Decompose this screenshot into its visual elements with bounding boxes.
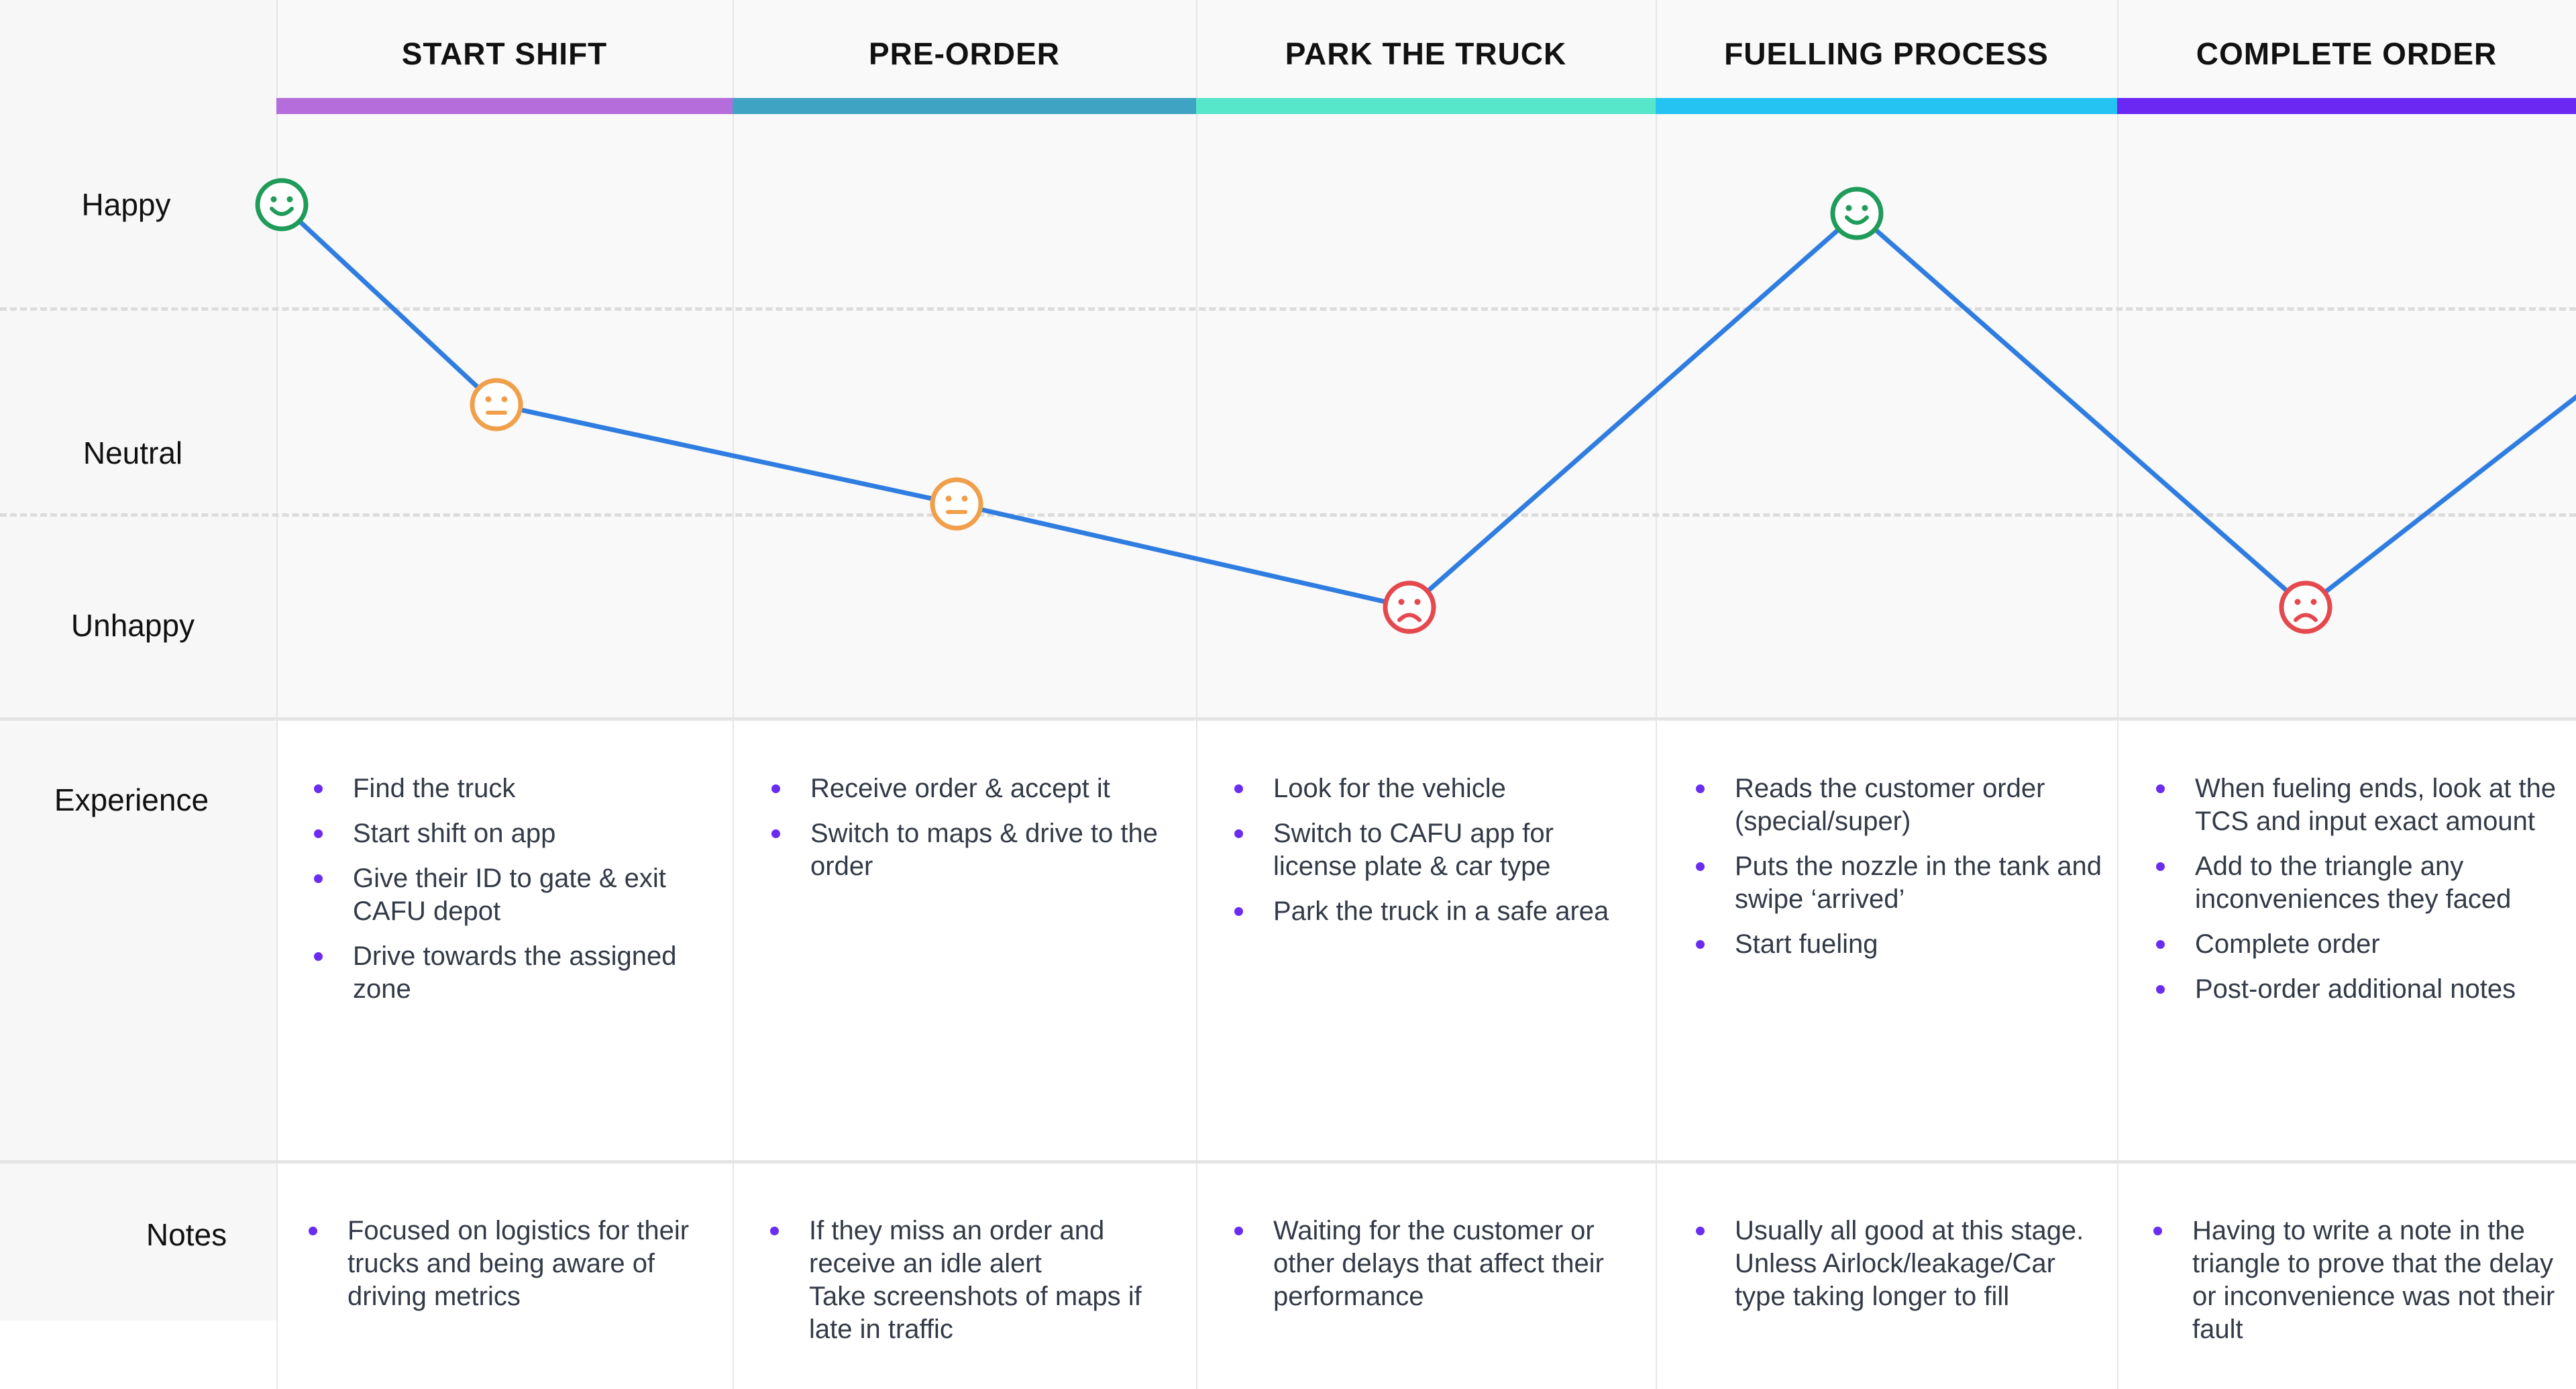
neutral-face-icon — [930, 477, 983, 531]
experience-item: Switch to maps & drive to the order — [771, 817, 1181, 883]
stage-color-bar — [2117, 98, 2576, 114]
notes-item: Focused on logistics for their trucks an… — [309, 1215, 718, 1313]
notes-list-fuelling-process: Usually all good at this stage. Unless A… — [1696, 1215, 2105, 1325]
sad-face-icon — [1383, 580, 1436, 634]
row-label-experience: Experience — [54, 782, 209, 817]
column-divider — [276, 0, 278, 1389]
experience-item: Add to the triangle any inconveniences t… — [2156, 850, 2559, 916]
column-divider — [1656, 0, 1657, 1389]
experience-list-pre-order: Receive order & accept it Switch to maps … — [771, 772, 1181, 895]
notes-list-complete-order: Having to write a note in the triangle t… — [2153, 1215, 2556, 1358]
notes-list-park-the-truck: Waiting for the customer or other delays… — [1234, 1215, 1644, 1325]
emotion-curve-chart — [255, 178, 2576, 634]
experience-item: Find the truck — [314, 772, 716, 805]
stage-color-bar — [1196, 98, 1656, 114]
notes-item: If they miss an order and receive an idl… — [770, 1215, 1179, 1346]
notes-item: Usually all good at this stage. Unless A… — [1696, 1215, 2105, 1313]
experience-item: Puts the nozzle in the tank and swipe ‘a… — [1696, 850, 2105, 916]
experience-item: Park the truck in a safe area — [1234, 895, 1644, 928]
row-divider — [0, 717, 2576, 721]
experience-item: Post-order additional notes — [2156, 973, 2559, 1006]
emotion-label-happy: Happy — [81, 187, 171, 222]
stage-color-bar — [276, 98, 733, 114]
row-divider — [0, 1160, 2576, 1164]
experience-item: Switch to CAFU app for license plate & c… — [1234, 817, 1644, 883]
experience-item: Drive towards the assigned zone — [314, 940, 716, 1006]
column-divider — [2117, 0, 2118, 1389]
emotion-divider-upper — [0, 307, 2576, 311]
stage-title-pre-order: PRE-ORDER — [868, 36, 1061, 71]
stage-color-bar — [1656, 98, 2117, 114]
sad-face-icon — [2279, 580, 2332, 634]
experience-item: Start fueling — [1696, 928, 2105, 961]
experience-item: Give their ID to gate & exit CAFU depot — [314, 862, 716, 928]
stage-title-start-shift: START SHIFT — [401, 36, 608, 71]
stage-title-fuelling-process: FUELLING PROCESS — [1724, 36, 2049, 71]
neutral-face-icon — [470, 378, 523, 431]
experience-item: Start shift on app — [314, 817, 716, 850]
experience-item: Look for the vehicle — [1234, 772, 1644, 805]
row-label-column — [0, 0, 276, 1321]
notes-item: Waiting for the customer or other delays… — [1234, 1215, 1644, 1313]
notes-item: Having to write a note in the triangle t… — [2153, 1215, 2556, 1346]
experience-item: When fueling ends, look at the TCS and i… — [2156, 772, 2559, 838]
experience-list-fuelling-process: Reads the customer order (special/super)… — [1696, 772, 2105, 973]
stage-color-bar — [733, 98, 1196, 114]
experience-list-complete-order: When fueling ends, look at the TCS and i… — [2156, 772, 2559, 1018]
happy-face-icon — [1830, 187, 1884, 240]
stage-title-park-the-truck: PARK THE TRUCK — [1285, 36, 1567, 71]
experience-item: Reads the customer order (special/super) — [1696, 772, 2105, 838]
emotion-label-neutral: Neutral — [83, 435, 183, 470]
emotion-label-unhappy: Unhappy — [70, 608, 195, 643]
column-divider — [733, 0, 734, 1389]
experience-item: Complete order — [2156, 928, 2559, 961]
column-divider — [1196, 0, 1197, 1389]
experience-item: Receive order & accept it — [771, 772, 1181, 805]
row-label-notes: Notes — [146, 1217, 227, 1252]
happy-face-icon — [255, 178, 309, 232]
notes-list-pre-order: If they miss an order and receive an idl… — [770, 1215, 1179, 1358]
stage-title-complete-order: COMPLETE ORDER — [2196, 36, 2498, 71]
notes-list-start-shift: Focused on logistics for their trucks an… — [309, 1215, 718, 1325]
emotion-divider-lower — [0, 513, 2576, 517]
emotion-curve-line — [280, 203, 2576, 611]
